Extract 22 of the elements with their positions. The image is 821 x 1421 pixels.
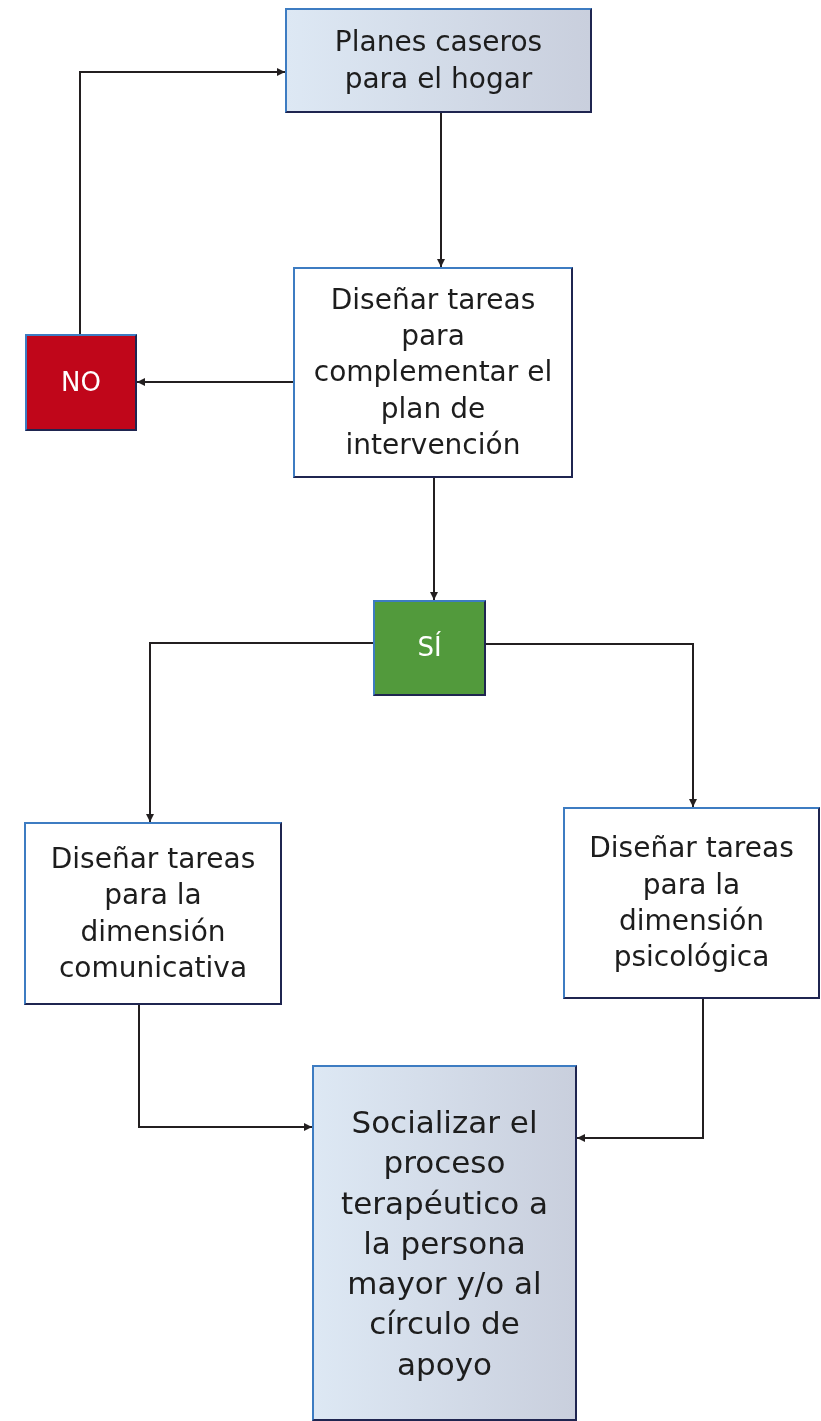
arrow	[437, 112, 445, 268]
arrow	[576, 998, 704, 1142]
process-box	[293, 267, 573, 478]
process-box	[25, 334, 137, 431]
arrow	[430, 477, 438, 601]
arrow	[485, 643, 697, 808]
box-text: NO	[61, 365, 101, 399]
process-box	[563, 807, 820, 999]
box-text: SÍ	[417, 631, 442, 665]
arrow	[136, 378, 294, 386]
box-text: Diseñar tareas para la dimensión comunicativa	[49, 840, 257, 986]
process-box	[312, 1065, 577, 1421]
arrow	[79, 68, 286, 335]
box-text: Socializar el proceso terapéutico a la persona mayor y/o al círculo de apoyo	[340, 1102, 549, 1384]
box-text: Diseñar tareas para complementar el plan de intervención	[312, 281, 554, 464]
process-box	[285, 8, 592, 113]
box-text: Diseñar tareas para la dimensión psicológica	[588, 830, 795, 976]
arrow	[146, 642, 374, 823]
process-box	[24, 822, 282, 1005]
arrow	[138, 1004, 313, 1131]
box-text: Planes caseros para el hogar	[333, 24, 544, 97]
process-box	[373, 600, 486, 696]
